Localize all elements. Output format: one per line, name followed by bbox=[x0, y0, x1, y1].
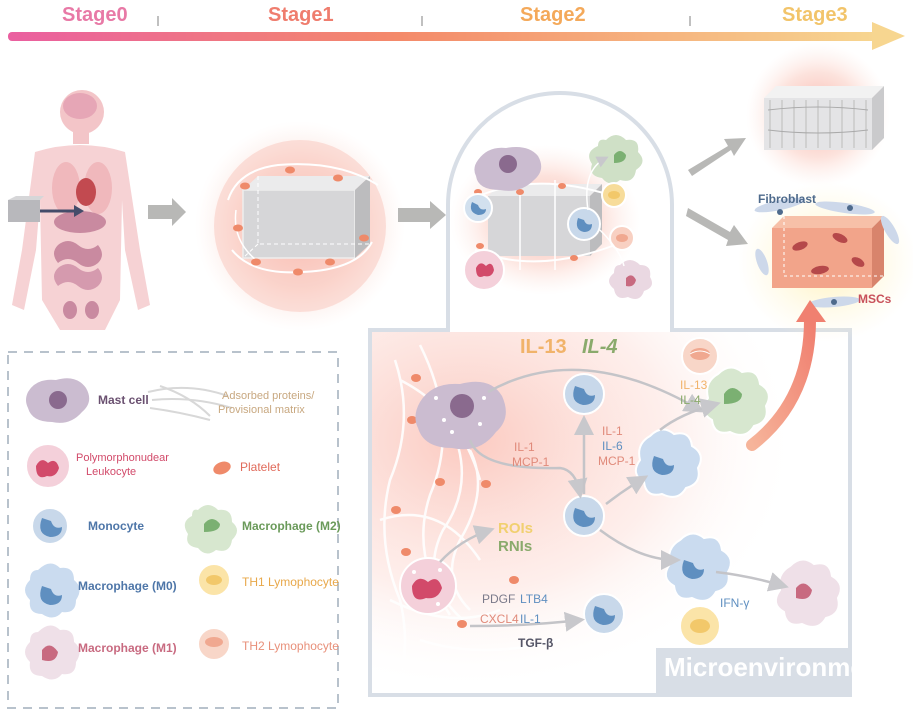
rnis-label: RNIs bbox=[498, 538, 533, 555]
il4-label: IL-4 bbox=[582, 336, 618, 358]
mscs-label: MSCs bbox=[858, 292, 892, 306]
th2-lymphocyte bbox=[681, 337, 719, 375]
timeline-arrowhead bbox=[872, 22, 905, 50]
arrowhead bbox=[796, 300, 826, 322]
macrophage-m2 bbox=[702, 366, 770, 436]
cytokine-mcp1: MCP-1 bbox=[598, 454, 636, 468]
timeline-bar bbox=[8, 32, 878, 41]
cytokine-tgfb: TGF-β bbox=[518, 636, 554, 650]
human-body-illustration bbox=[8, 90, 150, 330]
stage3-label: Stage3 bbox=[782, 4, 848, 26]
legend-icons bbox=[25, 378, 237, 680]
legend-m0: Macrophage (M0) bbox=[78, 579, 177, 593]
cytokine-pdgf: PDGF bbox=[482, 592, 516, 606]
cytokine-il1: IL-1 bbox=[602, 424, 623, 438]
pathway-arrows bbox=[439, 368, 789, 632]
legend-m1: Macrophage (M1) bbox=[78, 641, 177, 655]
platelets bbox=[391, 374, 519, 628]
cytokine-ifng: IFN-γ bbox=[720, 596, 750, 610]
stage2-outline bbox=[368, 91, 852, 697]
arrow-stage0-to-1 bbox=[148, 198, 186, 226]
polymorphonuclear-leukocyte bbox=[399, 557, 457, 615]
rois-label: ROIs bbox=[498, 520, 534, 537]
legend-monocyte: Monocyte bbox=[88, 519, 145, 533]
legend-adsorbed-line2: Provisional matrix bbox=[218, 404, 305, 416]
timeline bbox=[8, 16, 905, 50]
arrow-stage2-to-3-upper bbox=[688, 138, 746, 176]
macrophage-m0 bbox=[664, 532, 732, 602]
stage0-label: Stage0 bbox=[62, 4, 128, 26]
cytokine-ltb4: LTB4 bbox=[520, 592, 548, 606]
th1-lymphocyte bbox=[679, 605, 721, 647]
cytokine-il13-small: IL-13 bbox=[680, 378, 708, 392]
stage2-label: Stage2 bbox=[520, 4, 586, 26]
microenvironment-label: Microenvironment bbox=[664, 652, 890, 682]
legend-th2: TH2 Lymophocyte bbox=[242, 639, 339, 653]
legend-mast-cell: Mast cell bbox=[98, 393, 149, 407]
legend-pmn-line1: Polymorphonudear bbox=[76, 452, 169, 464]
legend-pmn-line2: Leukocyte bbox=[86, 466, 137, 478]
microenvironment-label-box bbox=[656, 648, 850, 694]
monocyte bbox=[563, 373, 605, 415]
cytokine-il6: IL-6 bbox=[602, 439, 623, 453]
legend-th1: TH1 Lymophocyte bbox=[242, 575, 339, 589]
fibroblast-label: Fibroblast bbox=[758, 192, 817, 206]
arrow-stage2-to-3-lower bbox=[686, 208, 748, 246]
macrophage-m1 bbox=[774, 558, 842, 628]
mast-cell bbox=[415, 381, 506, 450]
legend-adsorbed-line1: Adsorbed proteins/ bbox=[222, 390, 315, 402]
monocyte bbox=[563, 495, 605, 537]
cytokine-mcp1: MCP-1 bbox=[512, 455, 550, 469]
stage3-fibrous-capsule bbox=[746, 43, 890, 187]
cytokine-il4-small: IL-4 bbox=[680, 393, 701, 407]
legend-m2: Macrophage (M2) bbox=[242, 519, 341, 533]
arrow-microenvironment-to-stage3 bbox=[746, 314, 816, 451]
stage1-implant bbox=[195, 121, 405, 331]
stage2-implant bbox=[450, 135, 652, 299]
stage1-label: Stage1 bbox=[268, 4, 334, 26]
cytokine-il1: IL-1 bbox=[520, 612, 541, 626]
cytokine-cxcl4: CXCL4 bbox=[480, 612, 519, 626]
legend-platelet: Platelet bbox=[240, 460, 281, 474]
macrophage-m0 bbox=[634, 428, 702, 498]
monocyte bbox=[583, 593, 625, 635]
arrow-stage1-to-2 bbox=[398, 201, 446, 229]
legend-box bbox=[7, 351, 339, 709]
stage3-fibrosis bbox=[738, 182, 913, 342]
cytokine-il1: IL-1 bbox=[514, 440, 535, 454]
il13-label: IL-13 bbox=[520, 336, 567, 358]
